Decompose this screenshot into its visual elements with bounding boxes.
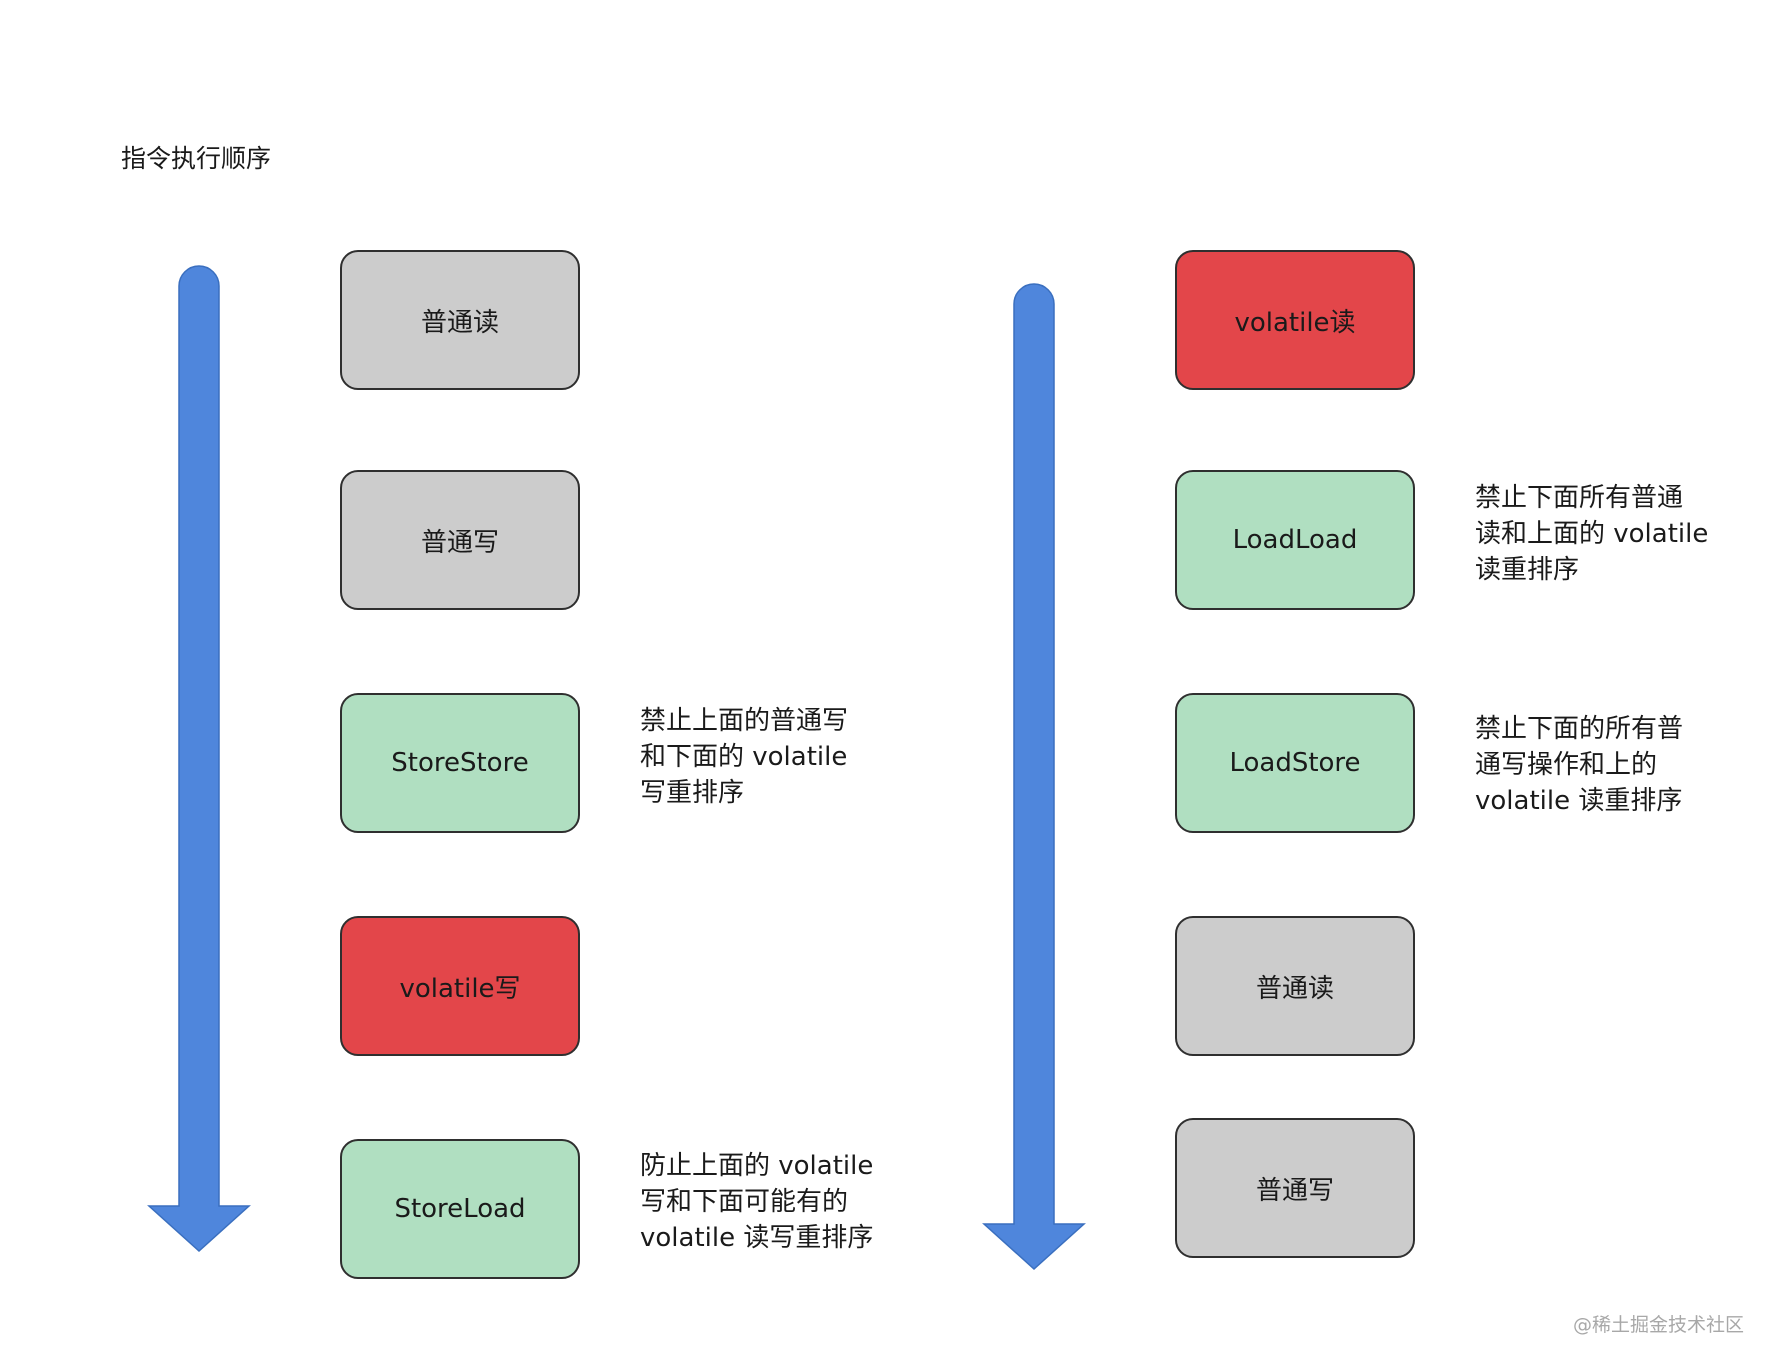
storeload-note-line: 防止上面的 volatile (640, 1151, 874, 1181)
loadstore-note-line: volatile 读重排序 (1475, 786, 1683, 816)
volatile-read-label: volatile读 (1234, 307, 1356, 338)
loadload-label: LoadLoad (1232, 525, 1358, 555)
watermark: @稀土掘金技术社区 (1572, 1314, 1744, 1336)
loadstore-label: LoadStore (1229, 748, 1361, 778)
volatile-read-box: volatile读 (1175, 250, 1415, 390)
right-normal-write-box: 普通写 (1175, 1118, 1415, 1258)
loadload-note-line: 禁止下面所有普通 (1475, 483, 1684, 513)
right-normal-read-label: 普通读 (1255, 973, 1334, 1004)
diagram-title: 指令执行顺序 (121, 144, 272, 173)
right-normal-write-label: 普通写 (1255, 1175, 1334, 1206)
loadstore-note: 禁止下面的所有普 通写操作和上的 volatile 读重排序 (1475, 711, 1715, 819)
left-normal-write-label: 普通写 (420, 527, 499, 558)
storeload-note-line: volatile 读写重排序 (640, 1223, 874, 1253)
storeload-barrier-box: StoreLoad (340, 1139, 580, 1279)
left-normal-read-label: 普通读 (420, 307, 499, 338)
storestore-note-line: 和下面的 volatile (640, 742, 848, 772)
storestore-label: StoreStore (391, 748, 529, 778)
loadstore-barrier-box: LoadStore (1175, 693, 1415, 833)
volatile-write-label: volatile写 (399, 973, 521, 1004)
storestore-note-line: 写重排序 (640, 778, 745, 808)
volatile-write-box: volatile写 (340, 916, 580, 1056)
storeload-note-line: 写和下面可能有的 (640, 1187, 849, 1217)
right-normal-read-box: 普通读 (1175, 916, 1415, 1056)
loadload-note-line: 读重排序 (1475, 555, 1580, 585)
storestore-note-line: 禁止上面的普通写 (640, 706, 849, 736)
loadstore-note-line: 通写操作和上的 (1475, 750, 1658, 780)
loadload-note: 禁止下面所有普通 读和上面的 volatile 读重排序 (1475, 480, 1715, 588)
storestore-note: 禁止上面的普通写 和下面的 volatile 写重排序 (640, 703, 880, 811)
left-flow-arrow (147, 265, 251, 1253)
storeload-label: StoreLoad (394, 1194, 526, 1224)
storestore-barrier-box: StoreStore (340, 693, 580, 833)
right-flow-arrow (982, 283, 1086, 1271)
loadstore-note-line: 禁止下面的所有普 (1475, 714, 1684, 744)
left-normal-write-box: 普通写 (340, 470, 580, 610)
loadload-barrier-box: LoadLoad (1175, 470, 1415, 610)
storeload-note: 防止上面的 volatile 写和下面可能有的 volatile 读写重排序 (640, 1148, 880, 1256)
loadload-note-line: 读和上面的 volatile (1475, 519, 1709, 549)
left-normal-read-box: 普通读 (340, 250, 580, 390)
